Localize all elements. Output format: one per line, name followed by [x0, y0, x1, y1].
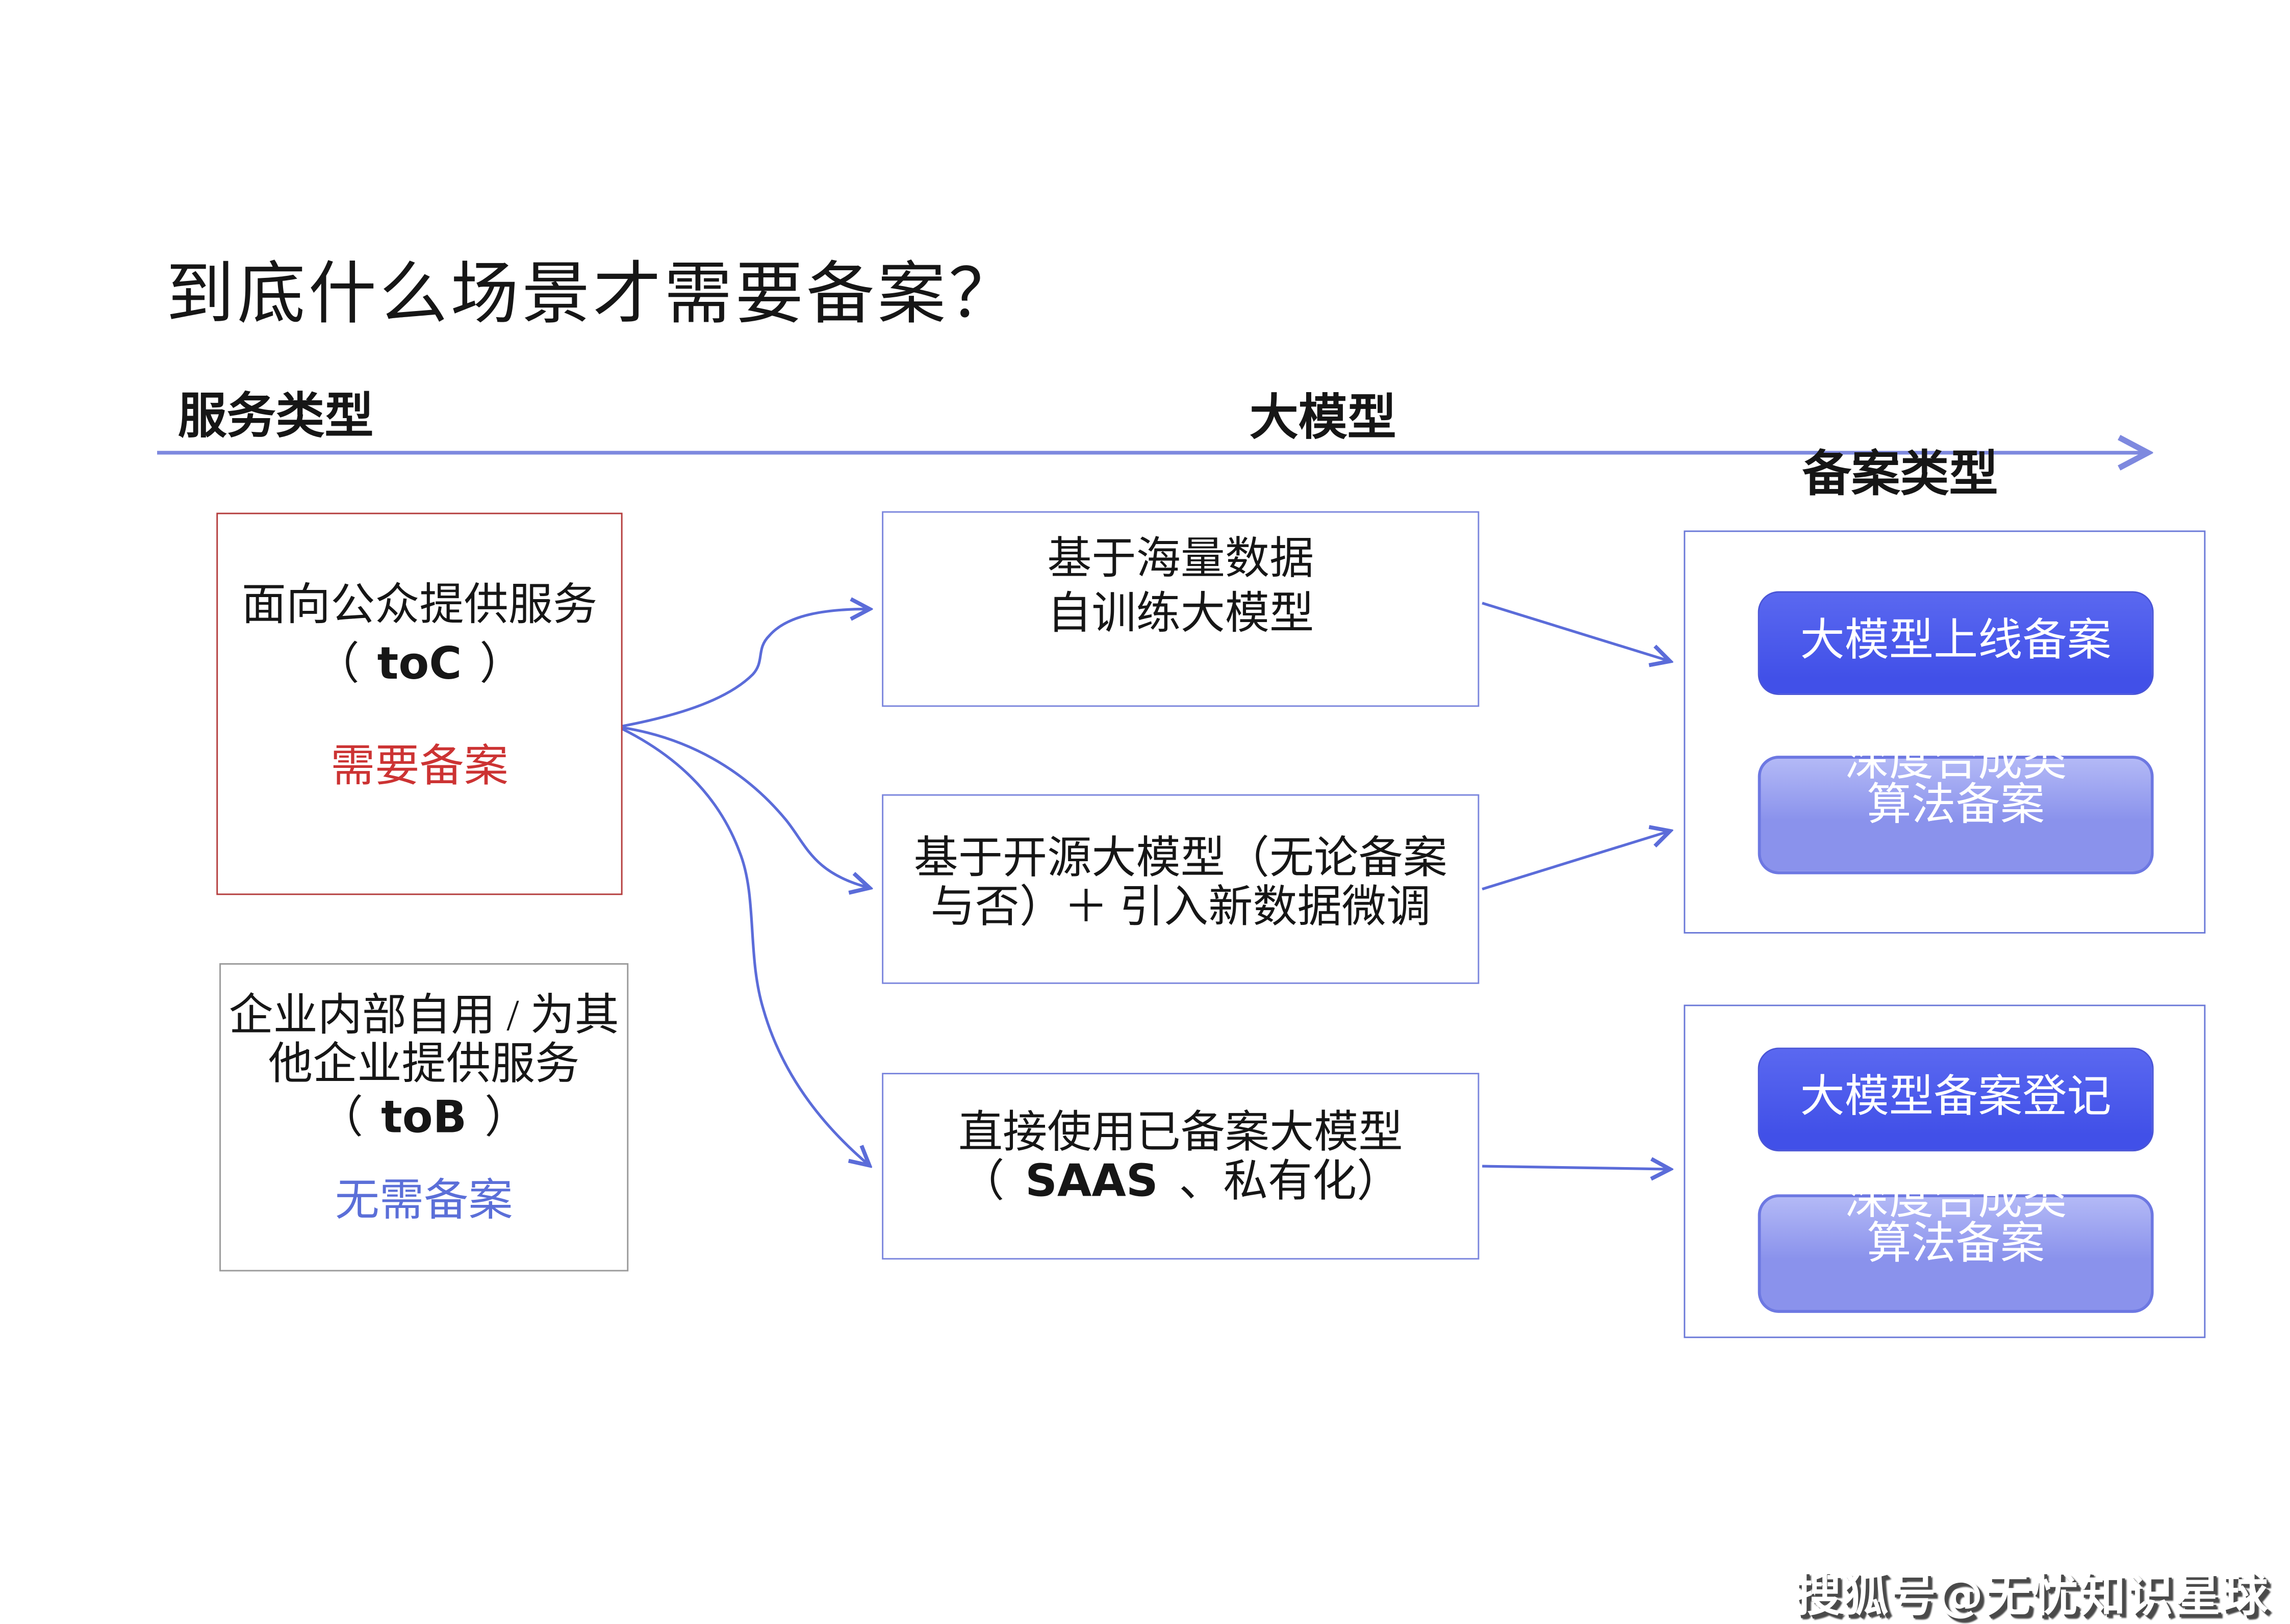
- curve-toc-to-self-trained: [622, 609, 869, 728]
- paren-close: 、私有化）: [1179, 1157, 1402, 1206]
- line2: 自训练大模型: [1047, 589, 1314, 639]
- toc-status-filing-required: 需要备案: [330, 742, 508, 791]
- paren-close: ）: [479, 640, 524, 689]
- tob-service-box: 企业内部自用 / 为其 他企业提供服务 （ toB ） 无需备案: [219, 963, 629, 1272]
- toc-line2: （ toC ）: [218, 636, 621, 695]
- line2: 算法备案: [1867, 1219, 2045, 1269]
- line2: （ SAAS 、私有化）: [883, 1157, 1478, 1206]
- column-label-filing-type: 备案类型: [1802, 449, 1998, 503]
- paren-close: ）: [485, 1093, 529, 1143]
- filing-badge-label: 大模型上线备案: [1800, 616, 2111, 665]
- filing-group-registration: 大模型备案登记 深度合成类 算法备案: [1684, 1004, 2206, 1338]
- model-box-open-source-finetune: 基于开源大模型（无论备案 与否）＋ 引入新数据微调: [882, 794, 1480, 984]
- curve-toc-to-registered-model: [622, 728, 869, 1165]
- column-label-big-model: 大模型: [1249, 393, 1396, 446]
- filing-badge-label: 深度合成类 算法备案: [1761, 739, 2151, 828]
- filing-badge-label: 大模型备案登记: [1800, 1073, 2111, 1122]
- filing-badge-model-online: 大模型上线备案: [1758, 591, 2154, 695]
- page-title: 到底什么场景才需要备案？: [166, 256, 1020, 332]
- filing-badge-deep-synthesis-2: 深度合成类 算法备案: [1758, 1177, 2154, 1313]
- tob-status-no-filing: 无需备案: [335, 1176, 513, 1226]
- line1: 基于海量数据: [1047, 535, 1314, 584]
- toc-service-box: 面向公众提供服务 （ toC ） 需要备案: [216, 512, 623, 895]
- filing-group-online: 大模型上线备案 深度合成类 算法备案: [1684, 530, 2206, 934]
- toc-line1: 面向公众提供服务: [241, 581, 598, 630]
- column-label-service-type: 服务类型: [177, 391, 374, 445]
- toc-code: toC: [377, 638, 462, 691]
- line2: 与否）＋ 引入新数据微调: [930, 883, 1431, 932]
- arrow-box1-to-group1: [1482, 602, 1669, 661]
- line1: 直接使用已备案大模型: [958, 1108, 1403, 1157]
- curve-toc-to-open-source: [622, 726, 869, 888]
- tob-line3: （ toB ）: [221, 1094, 627, 1143]
- paren-open: （: [960, 1157, 1005, 1206]
- filing-badge-model-registration: 大模型备案登记: [1758, 1047, 2154, 1152]
- model-box-self-trained: 基于海量数据 自训练大模型: [882, 511, 1480, 707]
- model-box-use-registered: 直接使用已备案大模型 （ SAAS 、私有化）: [882, 1073, 1480, 1260]
- tob-code: toB: [381, 1092, 467, 1144]
- watermark: 搜狐号@无忧知识星球: [1795, 1569, 2270, 1623]
- tob-line2: 他企业提供服务: [268, 1040, 580, 1090]
- tob-line1: 企业内部自用 / 为其: [228, 991, 619, 1041]
- arrow-box3-to-group2: [1482, 1166, 1669, 1169]
- line2: 算法备案: [1867, 781, 2045, 830]
- paren-open: （: [315, 640, 360, 689]
- line1: 基于开源大模型（无论备案: [913, 834, 1447, 884]
- saas-code: SAAS: [1025, 1155, 1158, 1208]
- arrow-box2-to-group1: [1482, 831, 1669, 891]
- line1: 深度合成类: [1844, 1175, 2067, 1224]
- filing-badge-deep-synthesis-1: 深度合成类 算法备案: [1758, 739, 2154, 874]
- filing-badge-label: 深度合成类 算法备案: [1761, 1175, 2151, 1269]
- paren-open: （: [319, 1093, 364, 1143]
- line1: 深度合成类: [1844, 736, 2067, 786]
